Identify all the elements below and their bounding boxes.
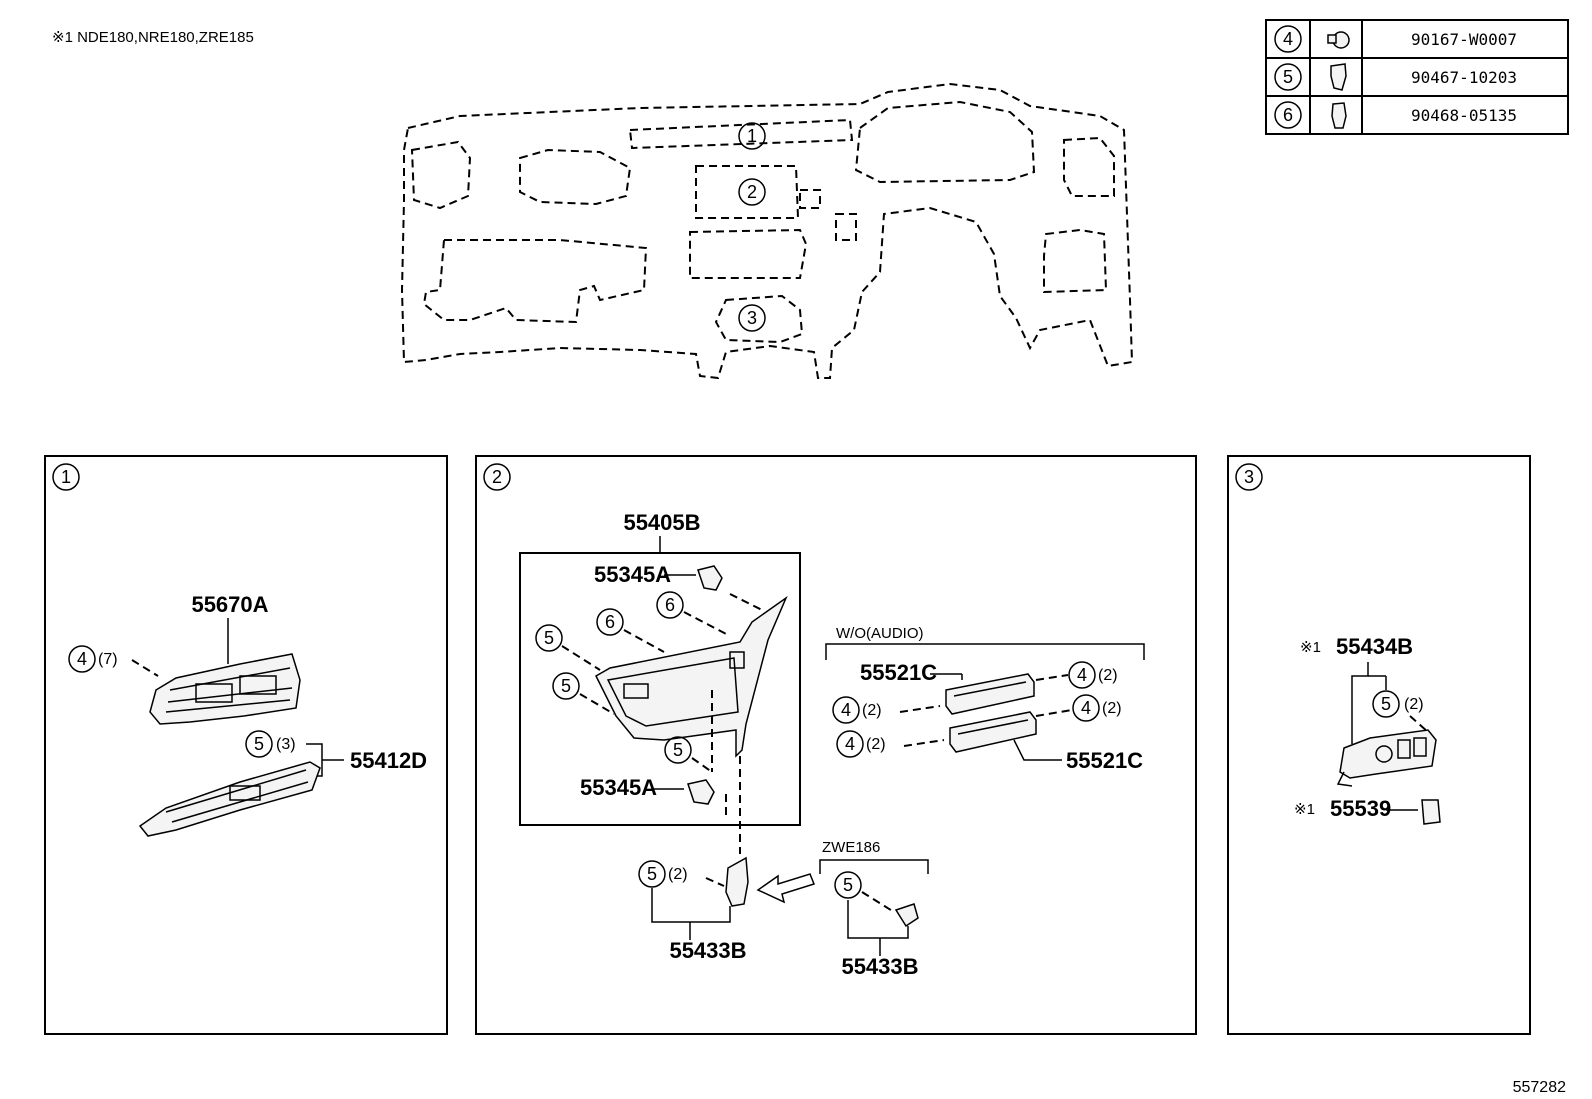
svg-text:4: 4 xyxy=(845,734,855,754)
svg-text:4: 4 xyxy=(1077,665,1087,685)
quantity-label: (2) xyxy=(862,702,882,719)
part-label-55521C-top[interactable]: 55521C xyxy=(860,660,937,685)
dashboard-overview: 1 2 3 xyxy=(400,82,1134,380)
overview-callout-3[interactable]: 3 xyxy=(738,304,766,332)
part-label-55412D[interactable]: 55412D xyxy=(350,748,427,773)
panel-2: 2 55405B 55345A 6 6 5 5 xyxy=(475,455,1197,1035)
clip-icon xyxy=(1331,102,1347,129)
svg-text:4: 4 xyxy=(841,700,851,720)
fastener-table: 4 90167-W0007 5 90467-10203 6 90468-0513… xyxy=(1265,19,1569,135)
model-note: ※1 NDE180,NRE180,ZRE185 xyxy=(52,29,254,46)
svg-text:2: 2 xyxy=(747,182,757,202)
callout-clip-5-lower-cover[interactable]: 5 xyxy=(638,860,666,888)
overview-callout-2[interactable]: 2 xyxy=(738,178,766,206)
cover-plug-illustration[interactable] xyxy=(1421,799,1441,825)
lower-cover-zwe186-illustration[interactable] xyxy=(894,903,919,928)
part-label-55345A-bottom[interactable]: 55345A xyxy=(580,775,657,800)
quantity-label: (3) xyxy=(276,736,296,753)
callout-screw-4-c[interactable]: 4 xyxy=(1072,694,1100,722)
variant-label-zwe186: ZWE186 xyxy=(822,839,880,856)
callout-clip-6-left[interactable]: 6 xyxy=(596,608,624,636)
callout-fastener-5[interactable]: 5 xyxy=(245,730,273,758)
quantity-label: (7) xyxy=(98,651,118,668)
svg-text:6: 6 xyxy=(665,595,675,615)
part-label-55433B-left[interactable]: 55433B xyxy=(669,938,746,963)
panel-number: 1 xyxy=(61,467,71,487)
panel-1: 1 55670A 4 (7) 5 (3) 55412D xyxy=(44,455,448,1035)
part-label-55521C-bottom[interactable]: 55521C xyxy=(1066,748,1143,773)
part-label-55433B-right[interactable]: 55433B xyxy=(841,954,918,979)
figure-id: 557282 xyxy=(1513,1079,1566,1096)
svg-text:4: 4 xyxy=(1081,698,1091,718)
fastener-row-6[interactable]: 6 90468-05135 xyxy=(1274,101,1517,129)
svg-text:5: 5 xyxy=(1381,694,1391,714)
svg-text:1: 1 xyxy=(747,126,757,146)
lower-cover-illustration[interactable] xyxy=(725,856,749,907)
garnish-panel-illustration[interactable] xyxy=(138,761,321,837)
callout-clip-5-zwe186[interactable]: 5 xyxy=(834,871,862,899)
callout-screw-4-a[interactable]: 4 xyxy=(1068,661,1096,689)
callout-screw-4-b[interactable]: 4 xyxy=(832,696,860,724)
part-label-55670A[interactable]: 55670A xyxy=(191,592,268,617)
clip-part-illustration[interactable] xyxy=(687,779,715,805)
svg-text:5: 5 xyxy=(254,734,264,754)
part-label-55434B[interactable]: 55434B xyxy=(1336,634,1413,659)
part-label-55405B[interactable]: 55405B xyxy=(623,510,700,535)
overview-callout-1[interactable]: 1 xyxy=(738,122,766,150)
fastener-ref: 5 xyxy=(1283,67,1293,87)
direction-arrow xyxy=(756,873,815,904)
quantity-label: (2) xyxy=(1102,700,1122,717)
svg-text:5: 5 xyxy=(561,676,571,696)
fastener-ref: 6 xyxy=(1283,105,1293,125)
svg-text:5: 5 xyxy=(647,864,657,884)
fastener-row-4[interactable]: 4 90167-W0007 xyxy=(1274,25,1517,53)
quantity-label: (2) xyxy=(1404,696,1424,713)
svg-text:5: 5 xyxy=(673,740,683,760)
fastener-part-number: 90167-W0007 xyxy=(1411,30,1517,49)
vent-assembly-illustration[interactable] xyxy=(149,653,301,725)
fastener-row-5[interactable]: 5 90467-10203 xyxy=(1274,63,1517,91)
callout-clip-5[interactable]: 5 xyxy=(1372,690,1400,718)
svg-text:4: 4 xyxy=(77,649,87,669)
fastener-ref: 4 xyxy=(1283,29,1293,49)
callout-clip-5-center[interactable]: 5 xyxy=(664,736,692,764)
quantity-label: (2) xyxy=(866,736,886,753)
switch-module-illustration[interactable] xyxy=(1336,729,1437,787)
blank-switch-illustration[interactable] xyxy=(949,711,1037,753)
panel-3: 3 ※1 55434B 5 (2) ※1 55539 xyxy=(1227,455,1531,1035)
clip-part-illustration[interactable] xyxy=(697,565,723,591)
clip-icon xyxy=(1330,63,1347,91)
callout-clip-5-upper[interactable]: 5 xyxy=(535,624,563,652)
callout-clip-6-top[interactable]: 6 xyxy=(656,591,684,619)
quantity-label: (2) xyxy=(668,866,688,883)
blank-switch-illustration[interactable] xyxy=(945,673,1035,715)
callout-fastener-4[interactable]: 4 xyxy=(68,645,96,673)
svg-text:6: 6 xyxy=(605,612,615,632)
quantity-label: (2) xyxy=(1098,667,1118,684)
fastener-part-number: 90467-10203 xyxy=(1411,68,1517,87)
svg-text:5: 5 xyxy=(843,875,853,895)
callout-screw-4-d[interactable]: 4 xyxy=(836,730,864,758)
variant-label-wo-audio: W/O(AUDIO) xyxy=(836,625,924,642)
svg-text:3: 3 xyxy=(747,308,757,328)
svg-text:5: 5 xyxy=(544,628,554,648)
callout-clip-5-lower[interactable]: 5 xyxy=(552,672,580,700)
panel-number: 3 xyxy=(1244,467,1254,487)
part-label-55345A-top[interactable]: 55345A xyxy=(594,562,671,587)
bolt-icon xyxy=(1327,31,1350,49)
applicability-mark: ※1 xyxy=(1294,801,1315,818)
part-label-55539[interactable]: 55539 xyxy=(1330,796,1391,821)
applicability-mark: ※1 xyxy=(1300,639,1321,656)
fastener-part-number: 90468-05135 xyxy=(1411,106,1517,125)
panel-number: 2 xyxy=(492,467,502,487)
center-cluster-panel-illustration[interactable] xyxy=(595,595,788,758)
